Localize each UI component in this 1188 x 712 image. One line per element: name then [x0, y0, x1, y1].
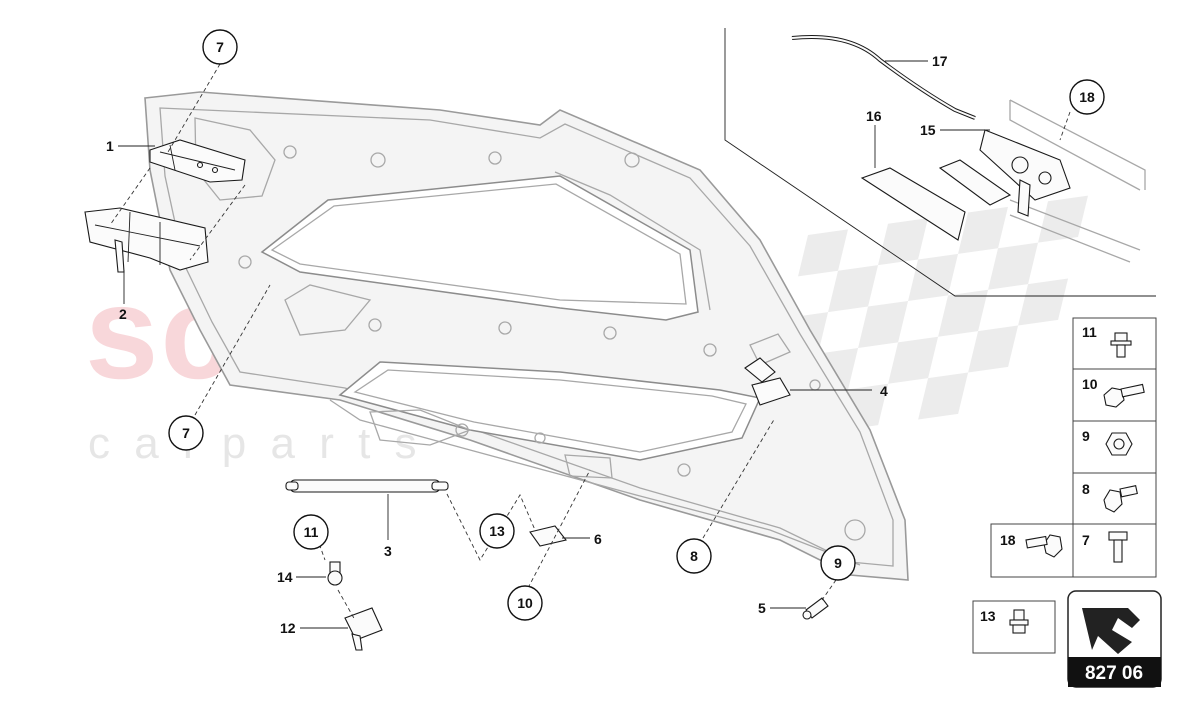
- callout-7-bottom: 7: [182, 425, 190, 441]
- legend-label-8: 8: [1082, 481, 1090, 497]
- watermark-subtext: c a r p a r t s: [88, 419, 423, 468]
- callout-3: 3: [384, 543, 392, 559]
- gas-strut-part-3: [285, 479, 449, 493]
- legend-label-13: 13: [980, 608, 996, 624]
- callout-15: 15: [920, 122, 936, 138]
- circled-callout-13: 13: [479, 513, 515, 549]
- callout-12: 12: [280, 620, 296, 636]
- bracket-part-16: [860, 159, 1012, 241]
- latch-part-15: [979, 129, 1071, 217]
- cable-part-17: [791, 34, 976, 120]
- circled-callout-18: 18: [1069, 79, 1105, 115]
- flange-nut-icon: [1105, 432, 1133, 456]
- diagram-code: 827 06: [1085, 663, 1143, 684]
- hinge-part-1: [149, 139, 246, 183]
- lock-part-4: [744, 357, 791, 406]
- flange-bolt-icon: [1103, 485, 1138, 513]
- leader-lines: [109, 60, 1071, 629]
- circled-callout-10: 10: [507, 585, 543, 621]
- callout-18: 18: [1079, 89, 1095, 105]
- plate-part-12: [344, 607, 383, 651]
- legend-label-9: 9: [1082, 428, 1090, 444]
- legend-label-18: 18: [1000, 532, 1016, 548]
- callout-17: 17: [932, 53, 948, 69]
- callout-14: 14: [277, 569, 293, 585]
- bolt-with-washer-icon: [1110, 332, 1132, 358]
- callout-5: 5: [758, 600, 766, 616]
- callout-7-top: 7: [216, 39, 224, 55]
- circled-callout-7-top: 7: [202, 29, 238, 65]
- bolt-part-14: [327, 561, 343, 586]
- bracket-part-6: [529, 525, 567, 547]
- hex-bolt-icon: [1103, 383, 1145, 408]
- engine-lid-drawing: [144, 91, 909, 581]
- inset-frame: [724, 28, 1156, 297]
- callout-2: 2: [119, 306, 127, 322]
- callout-9: 9: [834, 555, 842, 571]
- legend-label-10: 10: [1082, 376, 1098, 392]
- stud-bolt-icon: [1009, 609, 1029, 634]
- diagram-code-badge: 827 06: [1067, 590, 1162, 688]
- screw-icon: [1108, 531, 1128, 563]
- callout-6: 6: [594, 531, 602, 547]
- circled-callout-8: 8: [676, 538, 712, 574]
- callout-8: 8: [690, 548, 698, 564]
- callout-4: 4: [880, 383, 888, 399]
- callout-13: 13: [489, 523, 505, 539]
- hinge-part-2: [84, 207, 209, 273]
- callout-1: 1: [106, 138, 114, 154]
- circled-callout-11: 11: [293, 514, 329, 550]
- pin-part-5: [802, 597, 829, 620]
- callout-11: 11: [304, 524, 319, 540]
- callout-16: 16: [866, 108, 882, 124]
- legend-label-11: 11: [1082, 324, 1097, 340]
- fastener-legend-table: 11 10 9 8 7 18 13: [972, 317, 1157, 654]
- direction-arrow-icon: [1082, 608, 1140, 654]
- callout-10: 10: [517, 595, 533, 611]
- long-bolt-icon: [1025, 534, 1063, 558]
- circled-callout-9: 9: [820, 545, 856, 581]
- circled-callout-7-bottom: 7: [168, 415, 204, 451]
- legend-label-7: 7: [1082, 532, 1090, 548]
